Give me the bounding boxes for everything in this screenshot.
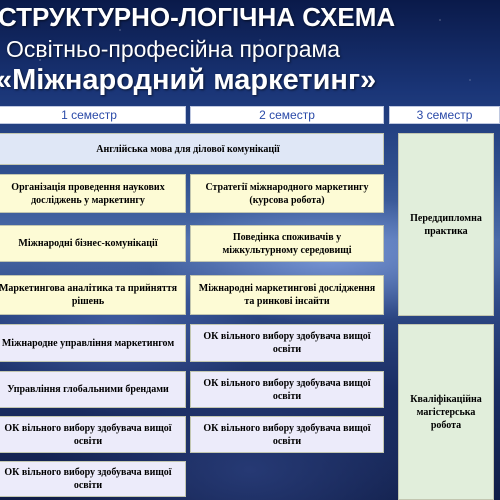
course-s2-strategies: Стратегії міжнародного маркетингу (курсо… [190, 174, 384, 213]
course-s2-elective-1: ОК вільного вибору здобувача вищої освіт… [190, 324, 384, 362]
course-s2-elective-2: ОК вільного вибору здобувача вищої освіт… [190, 371, 384, 408]
course-s3-practice: Переддипломна практика [398, 133, 494, 316]
course-s1-global-brands: Управління глобальними брендами [0, 371, 186, 408]
course-s3-thesis: Кваліфікаційна магістерська робота [398, 324, 494, 500]
course-s1-business-communications: Міжнародні бізнес-комунікації [0, 225, 186, 262]
course-s2-elective-3: ОК вільного вибору здобувача вищої освіт… [190, 416, 384, 453]
course-s1-research: Організація проведення наукових дослідже… [0, 174, 186, 213]
course-english: Англійська мова для ділової комунікації [0, 133, 384, 165]
course-s1-elective-2: ОК вільного вибору здобувача вищої освіт… [0, 461, 186, 497]
semester-1-header: 1 семестр [0, 106, 186, 124]
course-s1-elective-1: ОК вільного вибору здобувача вищої освіт… [0, 416, 186, 453]
page-title: СТРУКТУРНО-ЛОГІЧНА СХЕМА [0, 2, 396, 32]
program-subtitle: Освітньо-професійна програма [6, 36, 341, 62]
course-s1-marketing-analytics: Маркетингова аналітика та прийняття ріше… [0, 275, 186, 315]
program-name: «Міжнародний маркетинг» [0, 64, 377, 96]
semester-3-header: 3 семестр [389, 106, 500, 124]
course-s2-market-research: Міжнародні маркетингові дослідження та р… [190, 275, 384, 315]
semester-2-header: 2 семестр [190, 106, 384, 124]
course-s1-marketing-management: Міжнародне управління маркетингом [0, 324, 186, 362]
course-s2-consumer-behavior: Поведінка споживачів у міжкультурному се… [190, 225, 384, 262]
